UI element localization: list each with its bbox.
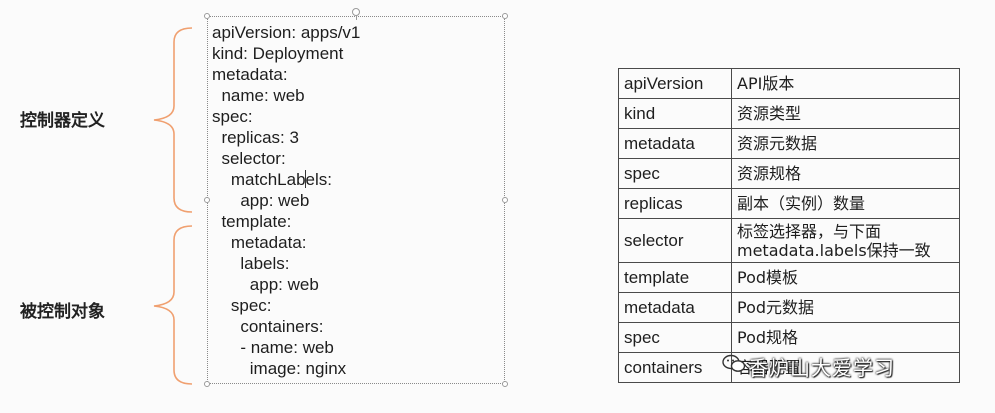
table-cell-field: apiVersion bbox=[618, 68, 732, 99]
table-cell-field: template bbox=[618, 262, 732, 293]
label-controller-definition: 控制器定义 bbox=[20, 111, 105, 131]
table-cell-description: 资源类型 bbox=[731, 98, 960, 129]
brace-object bbox=[153, 225, 193, 385]
yaml-line: image: nginx bbox=[212, 359, 347, 378]
yaml-line: replicas: 3 bbox=[212, 128, 299, 147]
yaml-line: spec: bbox=[212, 107, 253, 126]
yaml-line: spec: bbox=[212, 296, 272, 315]
resize-handle-bottom-left[interactable] bbox=[204, 381, 210, 387]
table-cell-field: containers bbox=[618, 352, 732, 383]
table-cell-field: spec bbox=[618, 158, 732, 189]
resize-handle-middle-right[interactable] bbox=[502, 197, 508, 203]
table-cell-description: 副本（实例）数量 bbox=[731, 188, 960, 219]
table-cell-description: Pod模板 bbox=[731, 262, 960, 293]
yaml-line: app: web bbox=[212, 275, 319, 294]
yaml-line: matchLabels: bbox=[212, 170, 333, 189]
yaml-line: containers: bbox=[212, 317, 324, 336]
wechat-icon bbox=[722, 354, 746, 372]
resize-handle-top-left[interactable] bbox=[204, 13, 210, 19]
yaml-line: template: bbox=[212, 212, 292, 231]
table-cell-description: 资源元数据 bbox=[731, 128, 960, 159]
table-cell-field: kind bbox=[618, 98, 732, 129]
rotate-handle-stem bbox=[356, 15, 357, 20]
yaml-line: metadata: bbox=[212, 233, 307, 252]
table-cell-field: replicas bbox=[618, 188, 732, 219]
resize-handle-bottom-right[interactable] bbox=[502, 381, 508, 387]
yaml-line: selector: bbox=[212, 149, 286, 168]
yaml-line: - name: web bbox=[212, 338, 334, 357]
table-cell-description: API版本 bbox=[731, 68, 960, 99]
yaml-line: apiVersion: apps/v1 bbox=[212, 23, 361, 42]
yaml-line: metadata: bbox=[212, 65, 288, 84]
table-cell-description: 容器配置 bbox=[731, 352, 960, 383]
watermark-text: 香炉山大爱学习 bbox=[748, 356, 895, 380]
table-cell-field: metadata bbox=[618, 292, 732, 323]
table-cell-description: 标签选择器，与下面metadata.labels保持一致 bbox=[731, 218, 960, 263]
table-cell-field: metadata bbox=[618, 128, 732, 159]
label-controlled-object: 被控制对象 bbox=[20, 302, 105, 322]
yaml-line: labels: bbox=[212, 254, 290, 273]
yaml-line: name: web bbox=[212, 86, 305, 105]
text-cursor bbox=[305, 170, 306, 188]
table-cell-description: Pod规格 bbox=[731, 322, 960, 353]
table-cell-field: selector bbox=[618, 218, 732, 263]
yaml-line: app: web bbox=[212, 191, 310, 210]
yaml-line: kind: Deployment bbox=[212, 44, 344, 63]
brace-controller bbox=[153, 27, 193, 213]
table-cell-description: 资源规格 bbox=[731, 158, 960, 189]
resize-handle-top-right[interactable] bbox=[502, 13, 508, 19]
resize-handle-middle-left[interactable] bbox=[204, 197, 210, 203]
table-cell-description: Pod元数据 bbox=[731, 292, 960, 323]
table-cell-field: spec bbox=[618, 322, 732, 353]
